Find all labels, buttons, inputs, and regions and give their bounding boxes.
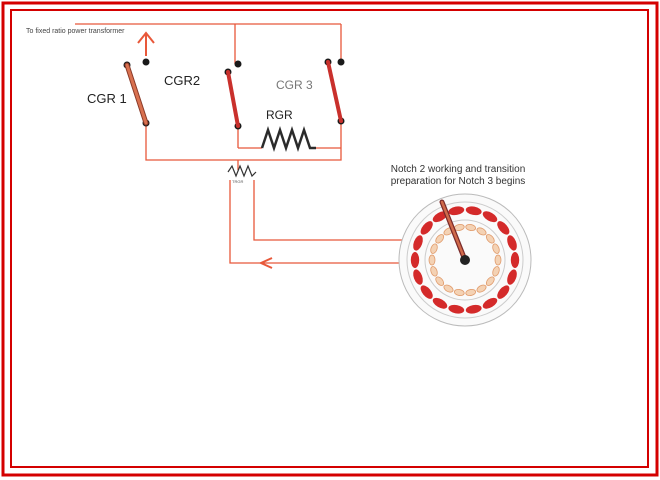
- small-resistor: [227, 164, 257, 178]
- inner-contact: [435, 276, 445, 286]
- outer-contact: [432, 211, 448, 223]
- caption-line-2: preparation for Notch 3 begins: [390, 176, 526, 187]
- inner-contact: [465, 289, 477, 296]
- inner-contact: [453, 289, 465, 296]
- inner-contact: [465, 224, 477, 231]
- caption: Notch 2 working and transition preparati…: [372, 164, 544, 188]
- dial-hub: [460, 255, 470, 265]
- outer-contact: [432, 297, 448, 309]
- outer-contact: [413, 269, 423, 285]
- transformer-label: To fixed ratio power transformer: [26, 28, 125, 35]
- outer-contact: [465, 304, 482, 314]
- outer-contact: [497, 221, 510, 235]
- inner-contact: [430, 266, 438, 277]
- small-resistor-label: TRGR: [232, 179, 244, 184]
- outer-contact: [510, 252, 520, 268]
- inner-contact: [492, 243, 500, 254]
- outer-contact: [448, 304, 465, 314]
- rgr-resistor: [260, 126, 316, 152]
- inner-contact: [430, 243, 438, 254]
- outer-contact: [420, 221, 433, 235]
- inner-contact: [485, 276, 495, 286]
- outer-contact: [420, 285, 433, 299]
- outer-contact: [482, 297, 498, 309]
- rgr-label: RGR: [266, 108, 293, 122]
- outer-contact: [410, 252, 420, 268]
- cgr3-label: CGR 3: [276, 78, 313, 92]
- bus-wires: [75, 23, 440, 264]
- cgr1-label: CGR 1: [87, 91, 127, 106]
- caption-line-1: Notch 2 working and transition: [390, 164, 526, 175]
- outer-contact: [448, 206, 465, 216]
- outer-contact: [507, 235, 517, 251]
- cgr2-switch: [226, 70, 240, 128]
- inner-border: [10, 9, 649, 468]
- arrow-up-icon: [137, 31, 155, 56]
- cgr3-switch: [326, 60, 343, 123]
- cgr1-switch: [124, 62, 149, 126]
- inner-contact: [476, 284, 487, 293]
- inner-contact: [485, 234, 495, 244]
- outer-contact: [465, 206, 482, 216]
- inner-contact: [476, 227, 487, 236]
- outer-contact: [497, 285, 510, 299]
- outer-contact-ring: [410, 206, 520, 314]
- inner-contact: [443, 284, 454, 293]
- inner-contact: [492, 266, 500, 277]
- cgr2-label: CGR2: [164, 73, 201, 88]
- inner-contact: [428, 254, 436, 266]
- inner-contact: [494, 254, 502, 266]
- outer-contact: [507, 269, 517, 285]
- outer-contact: [413, 235, 423, 251]
- inner-contact: [435, 234, 445, 244]
- arrow-left-icon: [258, 257, 273, 269]
- tap-changer-dial: [398, 193, 532, 327]
- outer-contact: [482, 211, 498, 223]
